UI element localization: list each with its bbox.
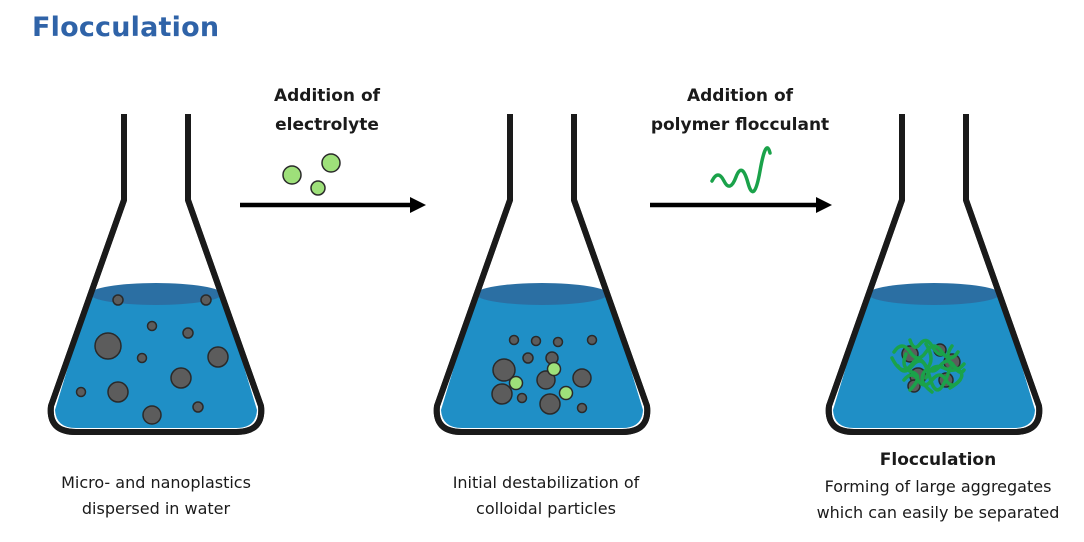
caption-3-line-1: Forming of large aggregates xyxy=(825,477,1052,496)
electrolyte-particles-icon xyxy=(282,153,341,196)
step-polymer: Addition of polymer flocculant xyxy=(650,86,832,213)
step-1-label-line-1: Addition of xyxy=(274,86,381,106)
electrolyte-particles-in-water xyxy=(508,361,574,401)
flask-3 xyxy=(829,114,1040,432)
flask-1 xyxy=(51,114,262,432)
step-1-label-line-2: electrolyte xyxy=(275,115,379,135)
caption-3-line-2: which can easily be separated xyxy=(817,503,1060,522)
polymer-aggregate xyxy=(890,338,966,394)
caption-1-line-1: Micro- and nanoplastics xyxy=(61,473,251,492)
caption-2-line-2: colloidal particles xyxy=(476,499,616,518)
page-title: Flocculation xyxy=(32,12,220,43)
caption-1: Micro- and nanoplastics dispersed in wat… xyxy=(61,473,251,518)
caption-2: Initial destabilization of colloidal par… xyxy=(453,473,640,518)
destabilized-particles xyxy=(491,334,598,415)
step-electrolyte: Addition of electrolyte xyxy=(240,86,426,213)
step-2-label-line-2: polymer flocculant xyxy=(651,115,829,135)
flask-2 xyxy=(437,114,648,432)
caption-1-line-2: dispersed in water xyxy=(82,499,231,518)
caption-3: Flocculation Forming of large aggregates… xyxy=(817,450,1060,522)
microplastic-particles xyxy=(75,294,229,425)
caption-2-line-1: Initial destabilization of xyxy=(453,473,640,492)
arrow-right-icon-1 xyxy=(240,197,426,213)
polymer-chain-icon xyxy=(710,146,772,194)
caption-3-title: Flocculation xyxy=(880,450,996,470)
step-2-label-line-1: Addition of xyxy=(687,86,794,106)
arrow-right-icon-2 xyxy=(650,197,832,213)
